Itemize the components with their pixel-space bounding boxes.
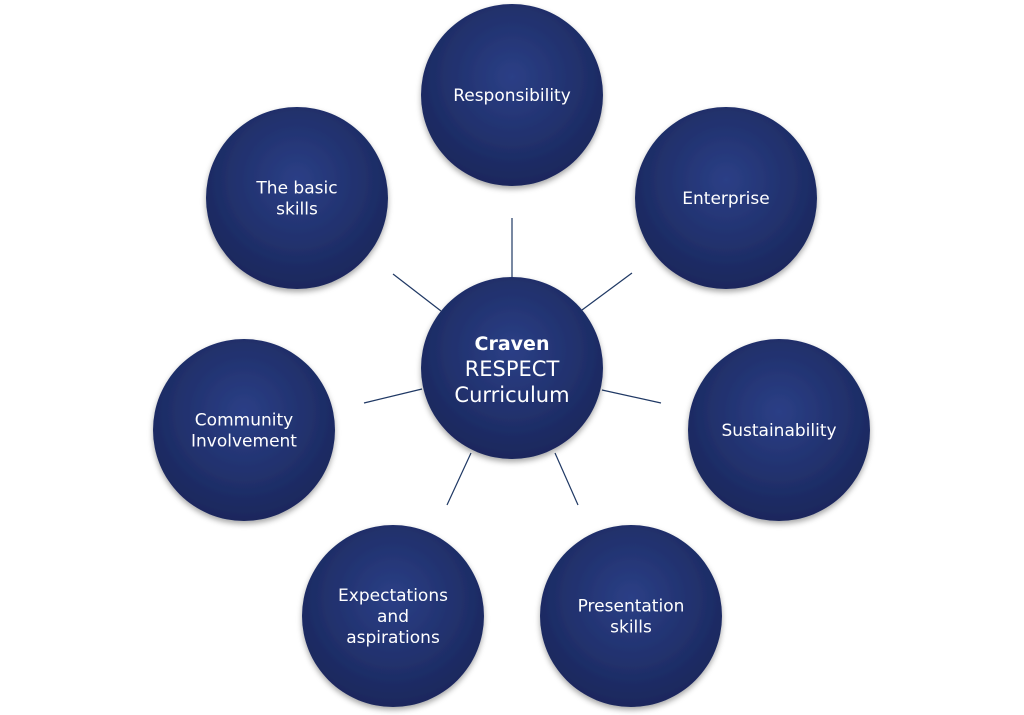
connector-community-involvement — [363, 388, 423, 404]
node-label-expectations-aspirations-line-1: Expectations — [338, 586, 448, 606]
node-label-basic-skills-line-2: skills — [276, 200, 318, 220]
center-line-2: RESPECT — [465, 357, 560, 381]
node-label-expectations-aspirations-line-3: aspirations — [346, 628, 440, 648]
node-label-presentation-skills-line-2: skills — [610, 618, 652, 638]
node-circle-sustainability — [688, 339, 870, 521]
center-line-3: Curriculum — [454, 383, 569, 407]
node-sustainability: Sustainability — [688, 339, 870, 521]
center-line-1: Craven — [475, 333, 550, 355]
node-circle-enterprise — [635, 107, 817, 289]
node-circle-community-involvement — [153, 339, 335, 521]
node-circle-presentation-skills — [540, 525, 722, 707]
node-label-expectations-aspirations-line-2: and — [377, 607, 409, 627]
node-circle-responsibility — [421, 4, 603, 186]
node-label-basic-skills-line-1: The basic — [255, 179, 337, 199]
node-label-responsibility-line-1: Responsibility — [453, 86, 571, 106]
node-label-sustainability-line-1: Sustainability — [721, 421, 836, 441]
node-label-community-involvement-line-1: Community — [195, 411, 293, 431]
node-circle-expectations-aspirations — [302, 525, 484, 707]
connector-enterprise — [581, 272, 633, 311]
connector-expectations-aspirations — [446, 452, 472, 506]
node-circles: ResponsibilityEnterpriseSustainabilityPr… — [153, 4, 870, 707]
node-label-enterprise-line-1: Enterprise — [682, 189, 769, 209]
node-enterprise: Enterprise — [635, 107, 817, 289]
node-label-community-involvement-line-2: Involvement — [191, 432, 297, 452]
node-label-presentation-skills-line-1: Presentation — [578, 597, 685, 617]
node-circle-basic-skills — [206, 107, 388, 289]
center-node: Craven RESPECT Curriculum — [421, 277, 603, 459]
connector-lines — [363, 218, 662, 506]
node-responsibility: Responsibility — [421, 4, 603, 186]
connector-sustainability — [601, 389, 662, 404]
center-circle — [421, 277, 603, 459]
connector-presentation-skills — [554, 452, 579, 506]
connector-basic-skills — [392, 273, 442, 312]
